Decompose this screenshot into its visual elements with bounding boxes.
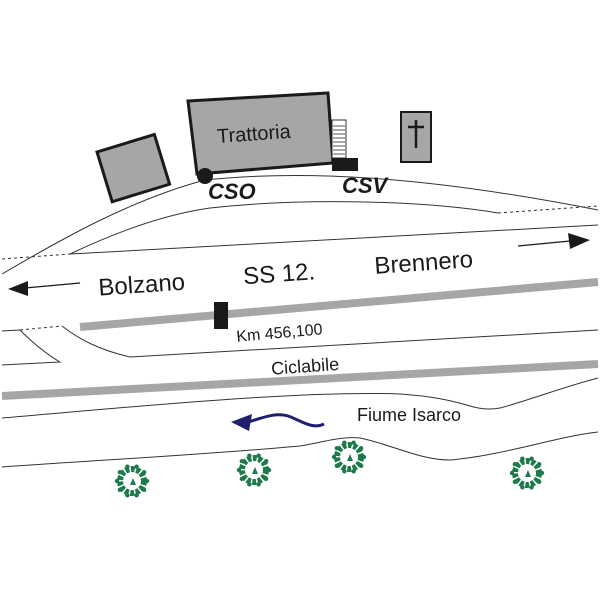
trattoria-label: Trattoria xyxy=(216,121,292,148)
trattoria-building: Trattoria xyxy=(186,91,335,176)
km-marker xyxy=(214,302,228,329)
bike-path-line xyxy=(1,360,599,400)
brennero-label: Brennero xyxy=(374,246,474,280)
road-edge-upper-inner xyxy=(69,201,499,255)
ramp-left xyxy=(1,329,62,366)
bolzano-label: Bolzano xyxy=(97,269,185,302)
road-edge-left-line xyxy=(1,329,21,332)
csv-marker[interactable] xyxy=(332,158,358,171)
tree-icon xyxy=(509,456,545,490)
trees xyxy=(114,440,545,498)
ramp-right xyxy=(61,325,599,358)
river-flow-arrow xyxy=(231,413,325,431)
river-bank-north xyxy=(1,377,599,419)
road-name-label: SS 12. xyxy=(242,258,316,290)
road-edge-dashed-right-top xyxy=(497,205,599,214)
road-edge-upper-lane xyxy=(69,224,599,255)
road-edge-dashed-left-bottom xyxy=(19,325,63,331)
arrow-east-icon xyxy=(517,233,590,249)
road-edge-upper-outer xyxy=(1,174,599,275)
bike-path-label: Ciclabile xyxy=(270,354,339,379)
cso-marker[interactable] xyxy=(197,168,213,184)
small-building xyxy=(95,132,172,204)
road-divider xyxy=(79,278,599,331)
tree-icon xyxy=(236,453,272,487)
church-building xyxy=(400,111,432,163)
river-bank-south xyxy=(1,431,599,468)
river-label: Fiume Isarco xyxy=(357,405,461,425)
tree-icon xyxy=(331,440,367,474)
csv-label: CSV xyxy=(342,173,390,198)
tree-icon xyxy=(114,464,150,498)
arrow-west-icon xyxy=(8,281,81,296)
km-marker-label: Km 456,100 xyxy=(236,321,324,345)
road-edge-dashed-left-top xyxy=(1,253,71,260)
stairs-icon xyxy=(331,119,347,159)
cso-label: CSO xyxy=(208,179,256,204)
